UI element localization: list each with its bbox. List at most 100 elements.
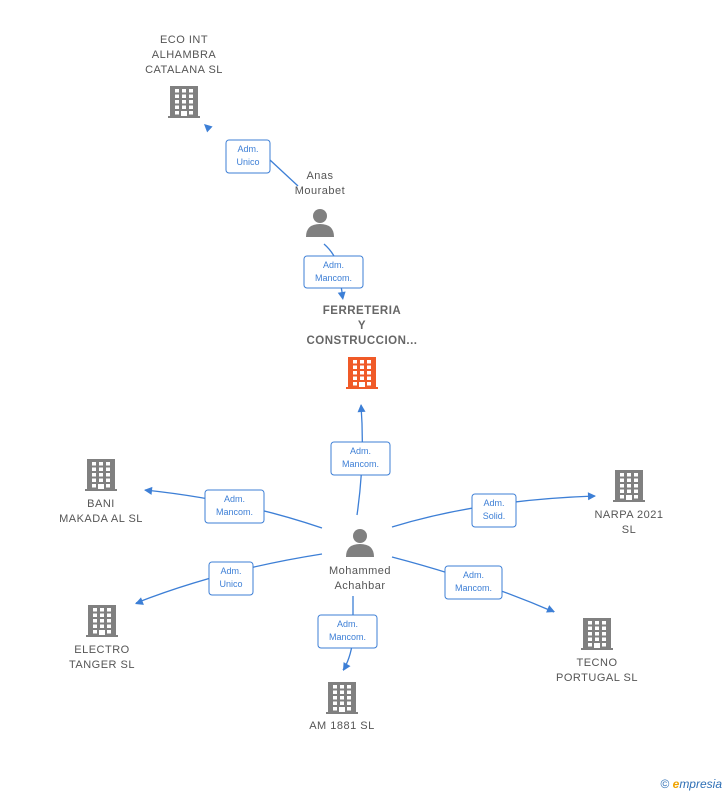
- edge-line: [269, 159, 299, 187]
- node-am1881[interactable]: AM 1881 SL: [309, 682, 375, 732]
- building-window: [347, 701, 351, 705]
- roles-layer: Adm.UnicoAdm.Mancom.Adm.Mancom.Adm.Manco…: [204, 139, 517, 649]
- building-icon-base: [85, 489, 117, 491]
- node-electro[interactable]: ELECTRO TANGER SL: [69, 605, 135, 671]
- person-icon-head: [353, 529, 367, 543]
- building-icon-base: [581, 648, 613, 650]
- building-window: [340, 696, 344, 700]
- building-window: [634, 473, 638, 477]
- node-label: PORTUGAL SL: [556, 672, 638, 684]
- building-window: [175, 89, 179, 93]
- building-icon-base: [86, 635, 118, 637]
- arrowhead-icon: [587, 492, 596, 501]
- role-badge-box: [317, 614, 378, 649]
- node-label: FERRETERIA: [323, 305, 401, 317]
- building-door: [98, 484, 104, 489]
- role-badge-text: Adm.: [483, 498, 504, 508]
- building-window: [353, 376, 357, 380]
- copyright-icon: ©: [660, 777, 670, 791]
- node-label: ELECTRO: [74, 644, 129, 656]
- role-badge-text: Mancom.: [455, 583, 492, 593]
- role-badge-text: Solid.: [483, 511, 506, 521]
- building-icon: [168, 86, 200, 118]
- node-label: ALHAMBRA: [152, 49, 217, 61]
- building-icon: [581, 618, 613, 650]
- building-window: [106, 462, 110, 466]
- building-window: [620, 495, 624, 499]
- building-window: [353, 365, 357, 369]
- building-window: [602, 626, 606, 630]
- role-badge-text: Unico: [219, 579, 242, 589]
- role-badge[interactable]: Adm.Mancom.: [317, 614, 378, 649]
- role-badge[interactable]: Adm.Unico: [208, 561, 254, 596]
- brand-initial: e: [672, 777, 680, 791]
- building-window: [107, 630, 111, 634]
- building-window: [182, 100, 186, 104]
- building-window: [588, 632, 592, 636]
- building-window: [100, 619, 104, 623]
- building-window: [360, 371, 364, 375]
- role-badge-box: [225, 139, 271, 174]
- node-label: TANGER SL: [69, 659, 135, 671]
- building-window: [347, 685, 351, 689]
- building-window: [627, 489, 631, 493]
- building-window: [189, 100, 193, 104]
- node-ferreteria[interactable]: FERRETERIA Y CONSTRUCCION...: [307, 305, 418, 389]
- building-window: [189, 89, 193, 93]
- building-window: [333, 685, 337, 689]
- building-icon: [613, 470, 645, 502]
- building-window: [106, 484, 110, 488]
- building-window: [92, 462, 96, 466]
- building-window: [634, 495, 638, 499]
- role-badge[interactable]: Adm.Mancom.: [204, 489, 265, 524]
- building-window: [175, 105, 179, 109]
- building-window: [595, 632, 599, 636]
- building-window: [588, 621, 592, 625]
- building-window: [107, 619, 111, 623]
- building-window: [627, 473, 631, 477]
- building-icon: [85, 459, 117, 491]
- building-window: [360, 376, 364, 380]
- building-window: [595, 637, 599, 641]
- role-badge-text: Mancom.: [315, 273, 352, 283]
- role-badge-text: Adm.: [237, 144, 258, 154]
- role-badge[interactable]: Adm.Unico: [225, 139, 271, 174]
- building-window: [100, 608, 104, 612]
- building-window: [333, 701, 337, 705]
- role-badge[interactable]: Adm.Mancom.: [303, 255, 364, 289]
- role-badge[interactable]: Adm.Mancom.: [444, 565, 503, 600]
- node-label: Y: [358, 320, 366, 332]
- building-window: [175, 94, 179, 98]
- building-window: [106, 473, 110, 477]
- building-window: [100, 613, 104, 617]
- edge-anas-eco: [204, 124, 299, 187]
- role-badge[interactable]: Adm. Solid.: [471, 493, 517, 528]
- building-window: [602, 632, 606, 636]
- node-label: CONSTRUCCION...: [307, 335, 418, 347]
- role-badge-text: Adm.: [337, 619, 358, 629]
- building-window: [627, 478, 631, 482]
- building-window: [106, 478, 110, 482]
- role-badge[interactable]: Adm.Mancom.: [330, 441, 391, 476]
- role-badge-box: [208, 561, 254, 596]
- building-window: [634, 478, 638, 482]
- building-window: [620, 478, 624, 482]
- node-label: ECO INT: [160, 34, 208, 46]
- building-window: [93, 630, 97, 634]
- building-window: [106, 467, 110, 471]
- building-window: [99, 473, 103, 477]
- building-window: [189, 105, 193, 109]
- building-window: [175, 100, 179, 104]
- arrowhead-icon: [337, 291, 346, 300]
- building-window: [333, 696, 337, 700]
- role-badge-text: Mancom.: [342, 459, 379, 469]
- building-window: [107, 624, 111, 628]
- building-icon-highlight: [346, 357, 378, 389]
